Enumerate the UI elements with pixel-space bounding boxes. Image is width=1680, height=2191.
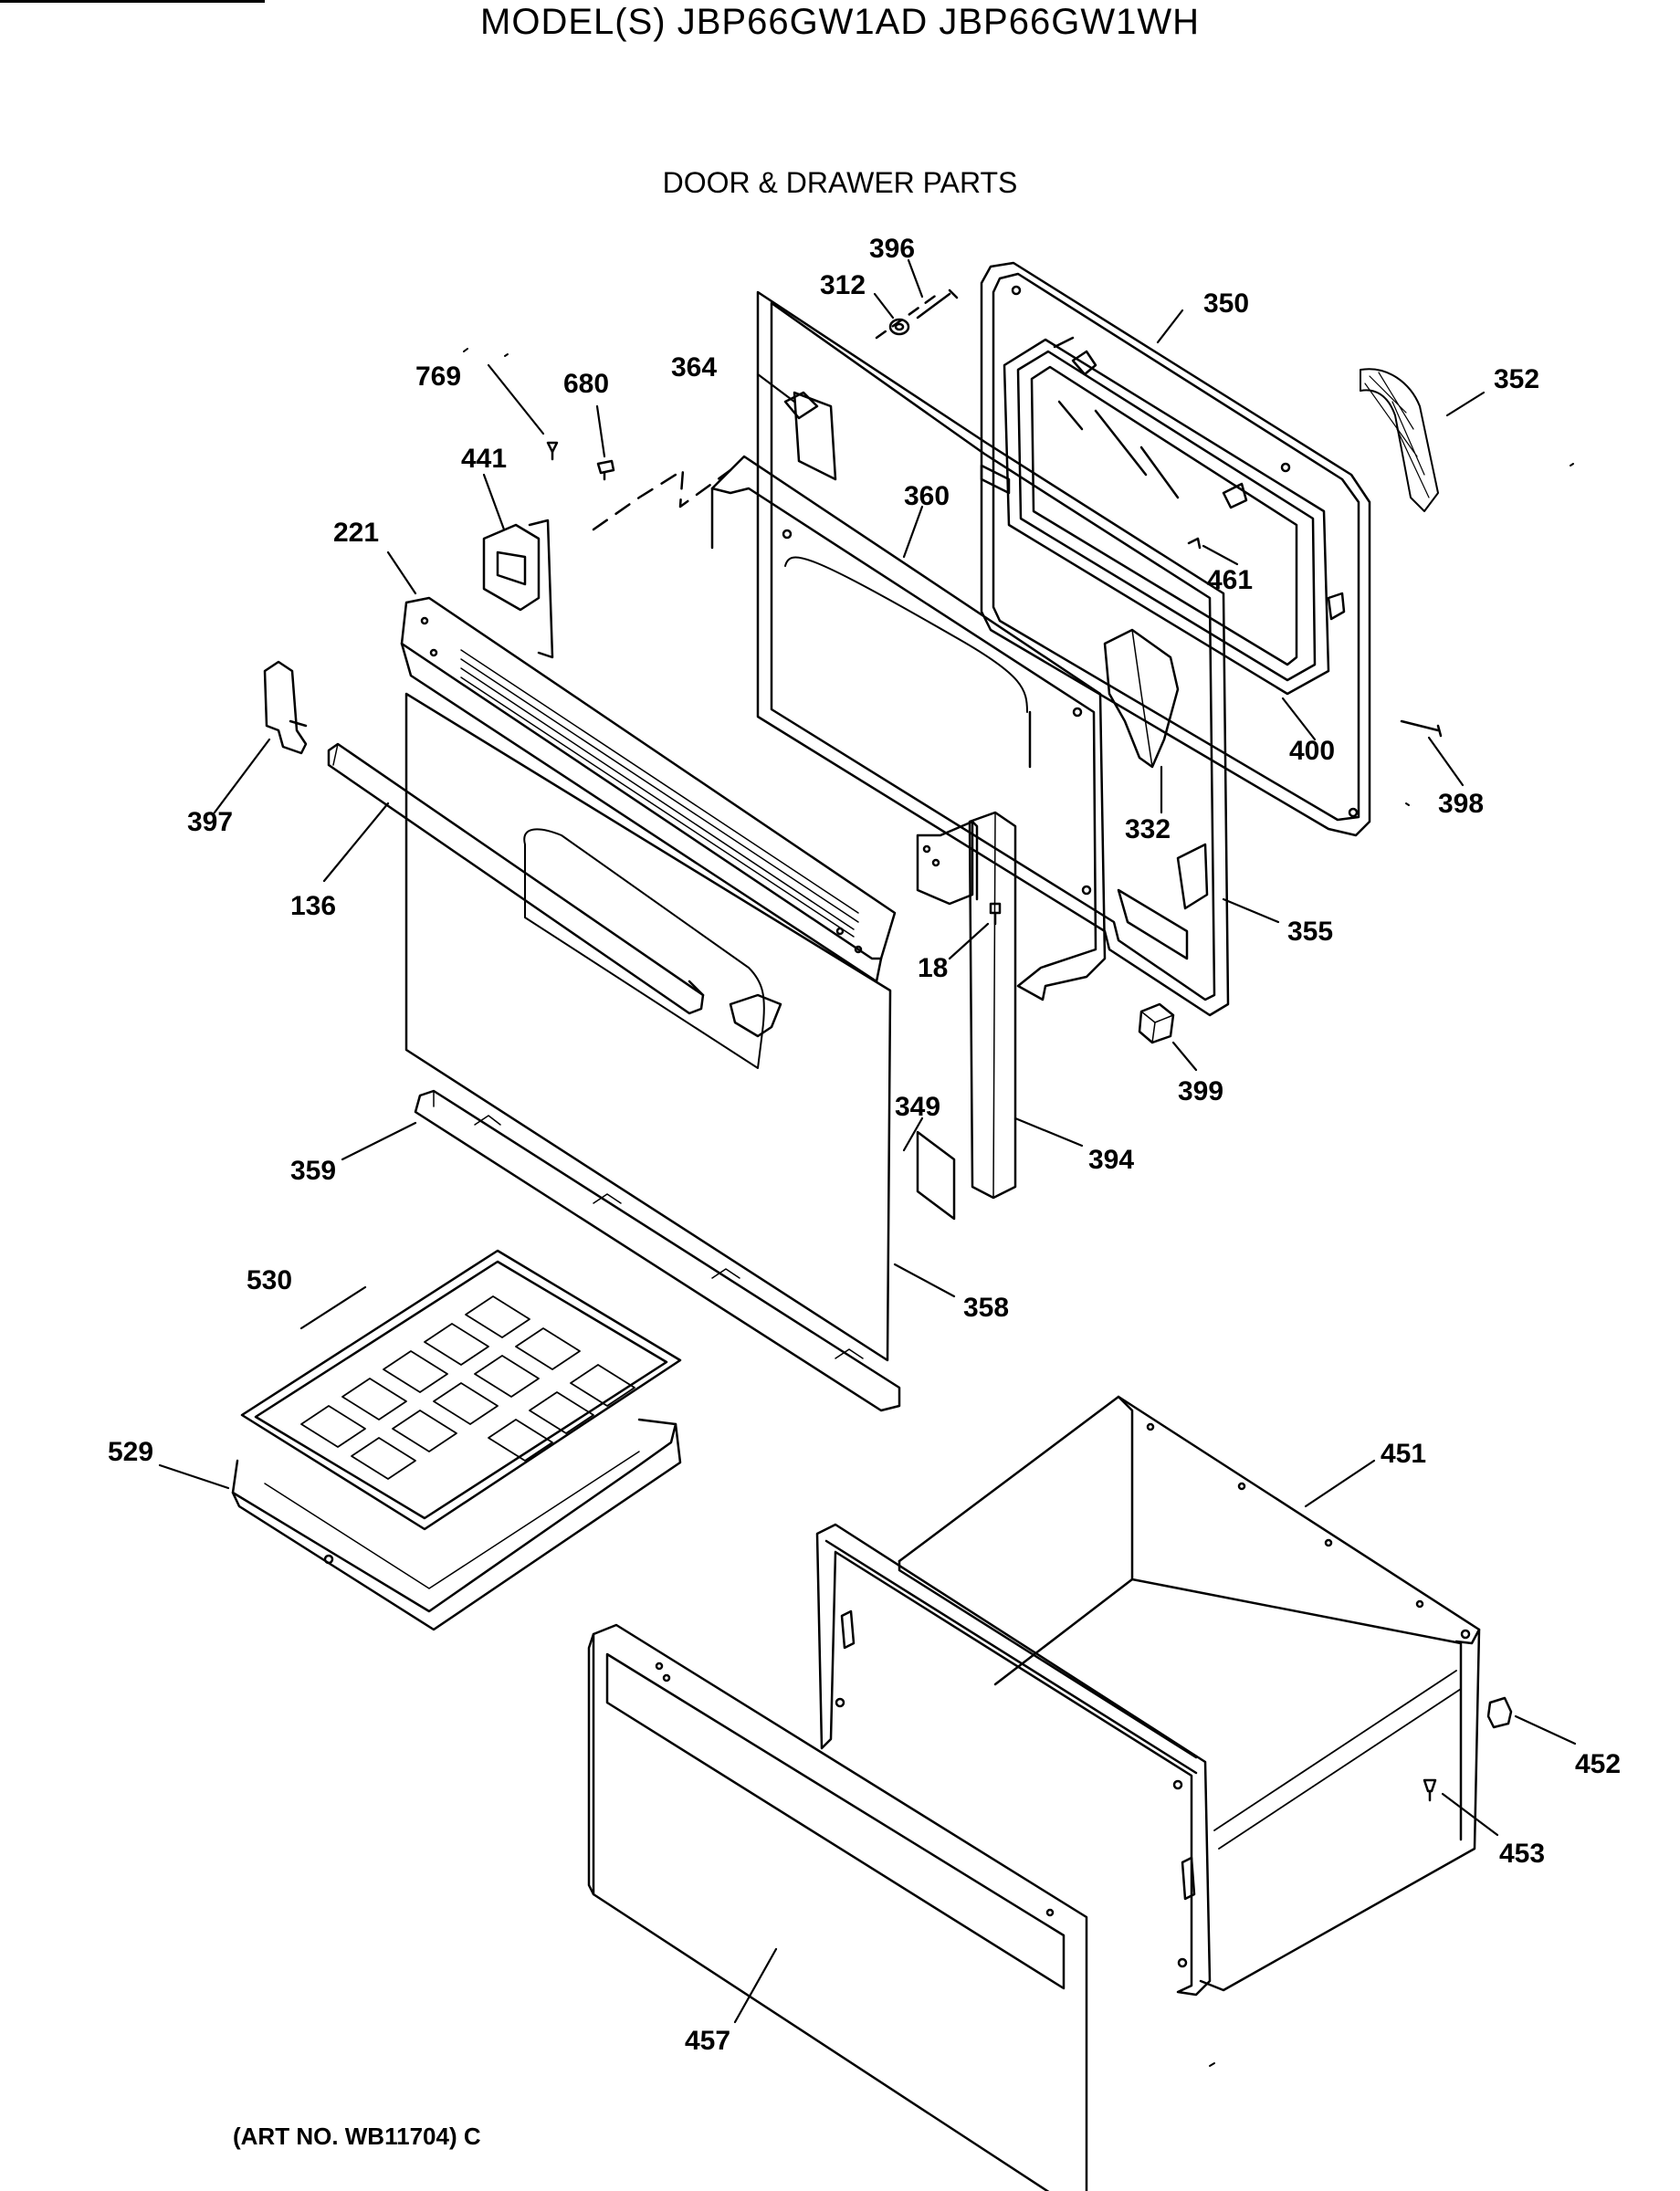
callout-769: 769: [415, 362, 461, 392]
part-drawer-frame: [815, 1523, 1212, 1997]
callout-399: 399: [1178, 1076, 1223, 1106]
section-title: DOOR & DRAWER PARTS: [662, 166, 1018, 199]
callout-529: 529: [108, 1437, 153, 1467]
callout-360: 360: [904, 481, 950, 511]
alignment-line: [592, 468, 732, 531]
callout-359: 359: [290, 1156, 336, 1186]
art-number: (ART NO. WB11704) C: [233, 2123, 481, 2150]
callout-355: 355: [1287, 917, 1333, 947]
callout-461: 461: [1207, 565, 1253, 595]
callout-221: 221: [333, 518, 379, 548]
callout-397: 397: [187, 807, 233, 837]
callout-labels: 396 312 350 352 769 680 364 441 360 221 …: [108, 234, 1621, 2056]
callout-451: 451: [1381, 1439, 1426, 1469]
callout-530: 530: [247, 1265, 292, 1295]
callout-352: 352: [1494, 364, 1539, 394]
part-312-washer: [888, 318, 910, 336]
callout-457: 457: [685, 2026, 730, 2056]
part-332-insulation: [1103, 628, 1180, 769]
part-453-screw: [1423, 1778, 1437, 1802]
part-452-bumper: [1486, 1696, 1513, 1729]
callout-400: 400: [1289, 736, 1335, 766]
callout-312: 312: [820, 270, 866, 300]
callout-349: 349: [895, 1092, 940, 1122]
part-364-hinge-bracket: [783, 391, 819, 420]
part-352-door-gasket: [1360, 368, 1439, 512]
callout-358: 358: [963, 1293, 1009, 1323]
part-360-inner-door-panel: [710, 455, 1107, 1001]
part-355-inner-door-liner: [756, 290, 1230, 1017]
callout-332: 332: [1125, 814, 1171, 844]
part-350-door-back-panel: [980, 261, 1371, 837]
part-18-hinge: [916, 820, 1002, 926]
part-680-screw: [596, 459, 615, 481]
part-441-hinge: [482, 519, 554, 659]
callout-350: 350: [1203, 288, 1249, 319]
part-396-screw: [916, 288, 959, 320]
part-457-drawer-front: [587, 1623, 1088, 2191]
part-529-broiler-pan: [231, 1418, 682, 1631]
part-358-outer-door-panel: [404, 692, 892, 1362]
leader-lines: [158, 258, 1577, 2024]
part-349-label: [916, 1130, 956, 1221]
part-136-door-handle: [327, 742, 705, 1015]
top-rule: [0, 0, 265, 3]
callout-136: 136: [290, 891, 336, 921]
part-451-drawer-body: [898, 1395, 1481, 1992]
callout-364: 364: [671, 352, 717, 383]
callout-453: 453: [1499, 1839, 1545, 1869]
part-394-side-trim: [968, 811, 1017, 1200]
callout-394: 394: [1088, 1145, 1134, 1175]
part-530-broiler-grid: [240, 1249, 682, 1531]
callout-452: 452: [1575, 1749, 1621, 1779]
callout-398: 398: [1438, 789, 1484, 819]
part-398-screw: [1400, 719, 1443, 738]
callout-396: 396: [869, 234, 915, 264]
callout-18: 18: [918, 953, 948, 983]
stray-marks: [463, 348, 1574, 2067]
part-400-window-frame: [1003, 336, 1330, 696]
part-397-door-stop: [263, 660, 308, 755]
callout-680: 680: [563, 369, 609, 399]
part-359-bottom-door-trim: [414, 1089, 901, 1412]
alignment-line-top: [875, 290, 942, 340]
part-399-bumper: [1138, 1002, 1175, 1044]
callout-441: 441: [461, 444, 507, 474]
part-221-vent-trim: [400, 596, 897, 983]
part-461-screw: [1187, 537, 1202, 550]
part-769-screw: [546, 441, 559, 461]
model-title: MODEL(S) JBP66GW1AD JBP66GW1WH: [480, 2, 1200, 42]
